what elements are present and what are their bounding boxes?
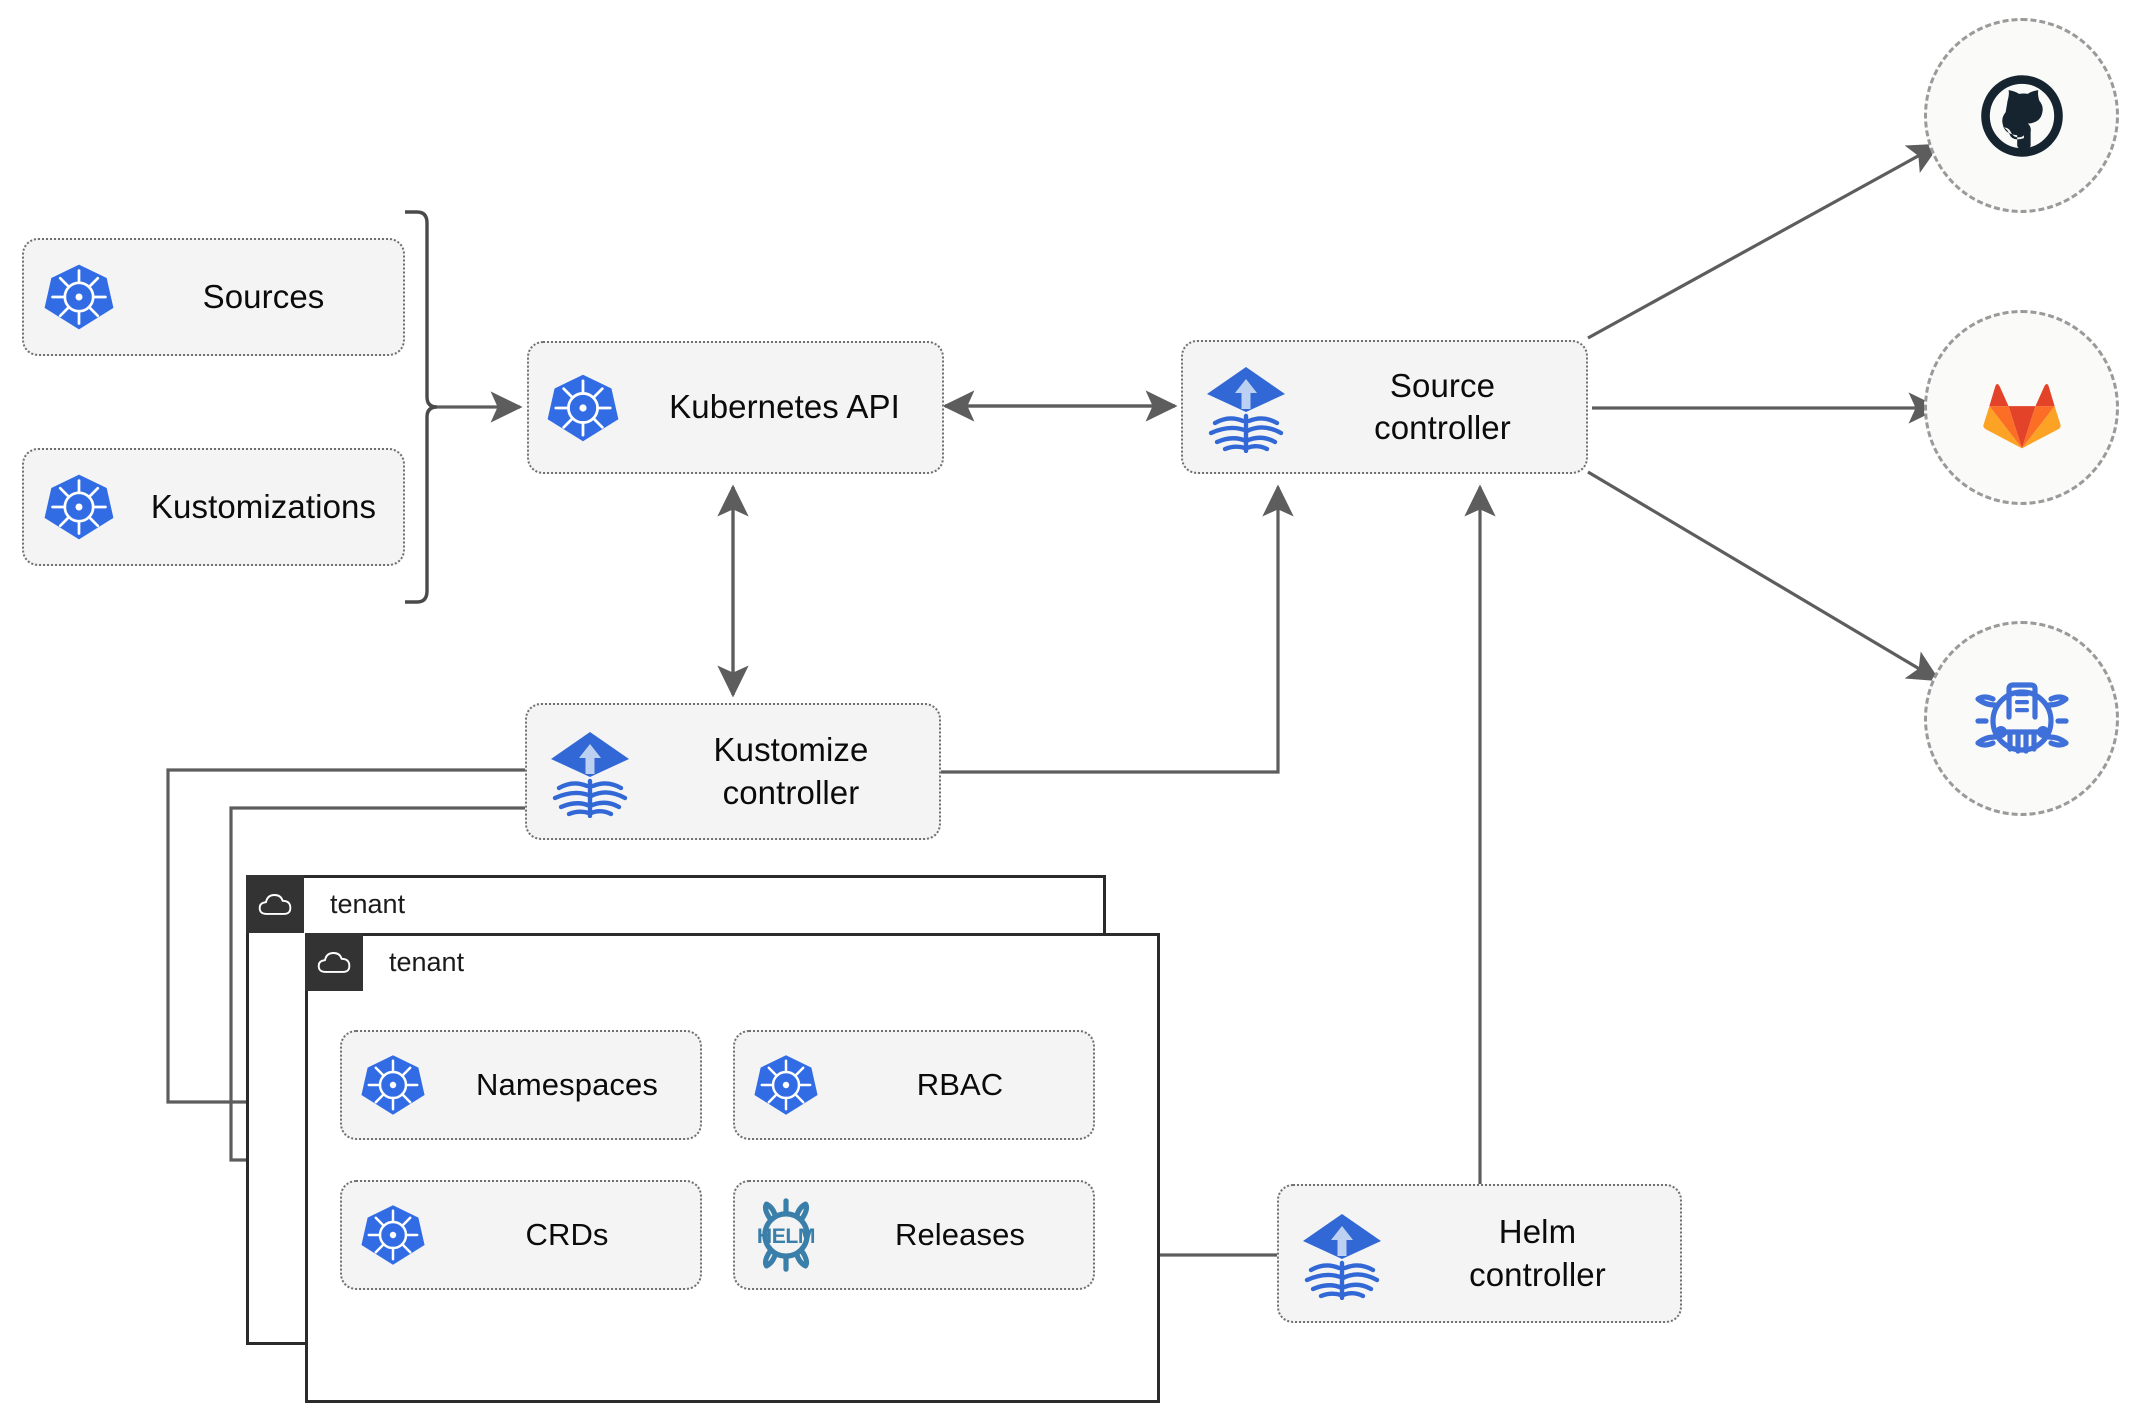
node-label: CRDs [525, 1217, 609, 1253]
svg-text:HELM: HELM [757, 1225, 815, 1248]
node-kustomizations[interactable]: Kustomizations [22, 448, 405, 566]
kubernetes-icon [342, 1052, 444, 1118]
kubernetes-icon [24, 261, 134, 333]
node-label: Releases [894, 1217, 1026, 1253]
tenant-label: tenant [330, 888, 406, 919]
node-label-line1: Kustomize [713, 731, 869, 769]
kubernetes-icon [24, 471, 134, 543]
node-sources[interactable]: Sources [22, 238, 405, 356]
kubernetes-icon [342, 1202, 444, 1268]
node-crds[interactable]: CRDs [340, 1180, 702, 1290]
chart-repository-icon [1974, 681, 2069, 754]
node-kubernetes-api[interactable]: Kubernetes API [527, 341, 944, 474]
node-label: Sources [202, 277, 325, 315]
node-rbac[interactable]: RBAC [733, 1030, 1095, 1140]
flux-icon [1279, 1208, 1405, 1300]
node-label: Helm controller [1405, 1211, 1680, 1295]
github-icon [1980, 74, 2063, 157]
node-label: Namespaces [476, 1067, 658, 1103]
provider-chart-repository[interactable] [1924, 621, 2119, 816]
tenant-header: tenant [305, 933, 464, 991]
gitlab-icon [1982, 383, 2061, 448]
node-label-line2: controller [1374, 409, 1511, 446]
node-namespaces[interactable]: Namespaces [340, 1030, 702, 1140]
kubernetes-icon [735, 1052, 837, 1118]
node-label-line1: Source [1389, 366, 1496, 404]
node-label: Source controller [1309, 365, 1586, 449]
helm-icon: HELM [735, 1196, 837, 1274]
node-helm-controller[interactable]: Helm controller [1277, 1184, 1682, 1323]
node-label: Kubernetes API [669, 388, 900, 426]
node-label-line1: Helm [1498, 1213, 1577, 1251]
node-label-line2: controller [1469, 1255, 1606, 1293]
cloud-icon [246, 875, 304, 933]
flux-icon [527, 726, 653, 818]
node-releases[interactable]: HELM Releases [733, 1180, 1095, 1290]
node-label-line2: controller [722, 773, 860, 811]
tenant-inner: tenant [305, 933, 1160, 1403]
node-kustomize-controller[interactable]: Kustomize controller [525, 703, 941, 840]
kubernetes-icon [529, 371, 637, 445]
flux-icon [1183, 361, 1309, 453]
cloud-icon [305, 933, 363, 991]
node-label: Kustomizations [150, 487, 377, 525]
node-label: Kustomize controller [653, 729, 939, 813]
provider-github[interactable] [1924, 18, 2119, 213]
tenant-label: tenant [389, 946, 465, 977]
node-source-controller[interactable]: Source controller [1181, 340, 1588, 474]
provider-gitlab[interactable] [1924, 310, 2119, 505]
tenant-header: tenant [246, 875, 405, 933]
node-label: RBAC [916, 1067, 1004, 1103]
